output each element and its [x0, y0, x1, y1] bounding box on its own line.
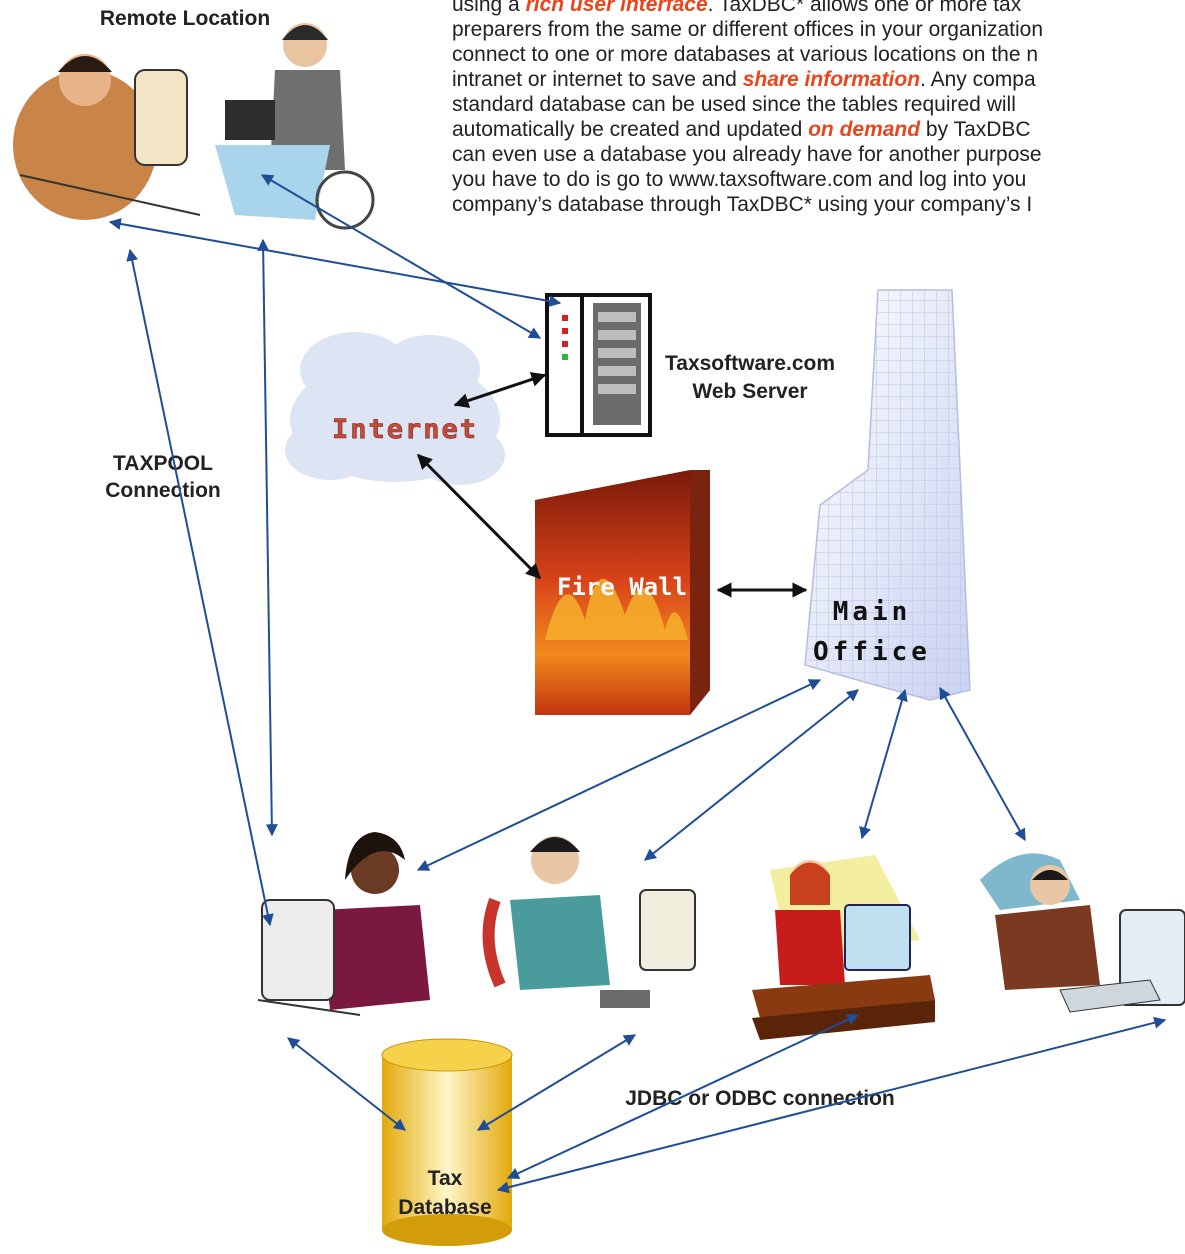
db-worker4-arrow — [496, 1016, 1167, 1194]
tax-database-label-2: Database — [398, 1196, 491, 1219]
remote-wheelchair-worker-icon — [215, 23, 375, 230]
firewall-icon — [535, 470, 710, 715]
office-worker4-arrow — [939, 686, 1026, 842]
blue-connection-arrows — [108, 174, 1167, 1194]
remote2-server-arrow — [260, 174, 542, 339]
office-worker-keyboard-icon — [980, 853, 1185, 1013]
internet-cloud-icon — [285, 332, 505, 485]
remote-worker-icon — [13, 54, 201, 220]
internet-label: Internet — [332, 414, 478, 445]
intro-paragraph: using a rich user interface. TaxDBC* all… — [452, 0, 1044, 216]
office-worker-woman-icon — [257, 832, 430, 1016]
remote-location-label: Remote Location — [100, 7, 270, 30]
taxpool-label-1: TAXPOOL — [113, 452, 213, 475]
office-worker2-arrow — [644, 689, 859, 861]
remote1-server-arrow — [108, 218, 562, 307]
taxpool-arrow-2 — [257, 238, 278, 837]
office-worker-desk-icon — [752, 855, 935, 1040]
black-connection-arrows — [416, 372, 808, 598]
office-worker3-arrow — [859, 688, 908, 840]
main-office-label-2: Office — [813, 637, 931, 667]
tax-database-label-1: Tax — [428, 1167, 463, 1190]
internet-firewall-arrow — [416, 453, 542, 580]
main-office-label-1: Main — [833, 597, 912, 627]
taxpool-arrow-1 — [126, 248, 274, 927]
web-server-label-1: Taxsoftware.com — [665, 352, 835, 375]
web-server-label-2: Web Server — [692, 380, 807, 403]
main-office-tower-icon — [804, 289, 971, 701]
db-worker1-arrow — [287, 1037, 406, 1131]
fire-wall-label: Fire Wall — [557, 573, 687, 601]
web-server-icon — [545, 293, 652, 437]
taxpool-label-2: Connection — [105, 479, 221, 502]
internet-webserver-arrow — [453, 372, 547, 408]
office-worker-man-icon — [482, 836, 696, 1008]
